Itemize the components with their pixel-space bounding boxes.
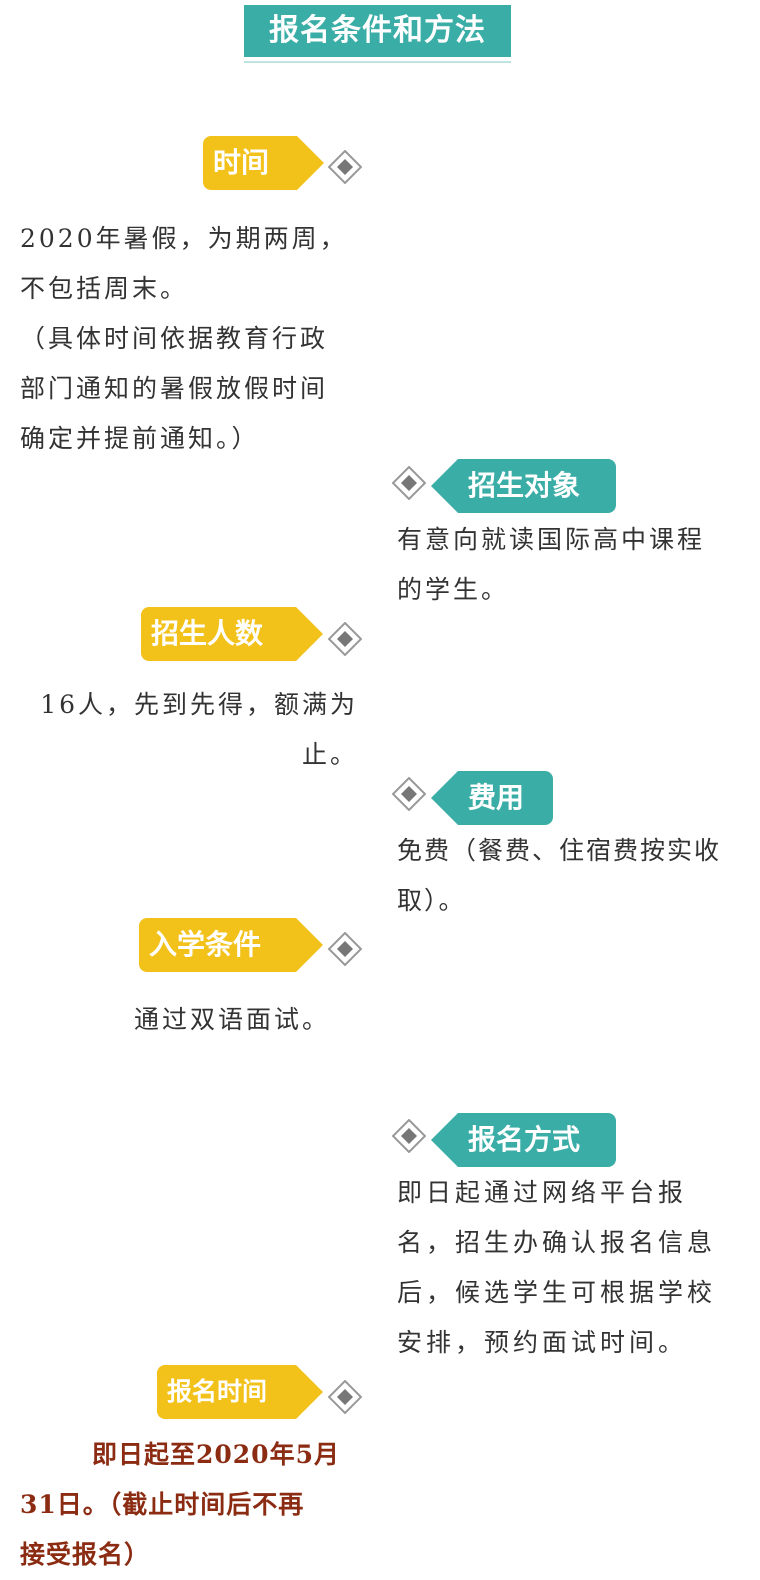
tag-requirement-label: 入学条件 xyxy=(149,928,262,961)
tag-method-label: 报名方式 xyxy=(468,1123,581,1156)
fee-line-2: 取）。 xyxy=(397,886,466,915)
diamond-icon xyxy=(392,1119,426,1153)
method-line-3: 后，候选学生可根据学校 xyxy=(397,1278,717,1307)
deadline-line-2: 31日。（截止时间后不再 xyxy=(20,1490,305,1519)
method-line-1: 即日起通过网络平台报 xyxy=(397,1178,688,1207)
title-underline xyxy=(244,61,511,63)
time-text: 2020年暑假，为期两周， 不包括周末。 （具体时间依据教育行政 部门通知的暑假… xyxy=(20,214,370,464)
fee-line-1: 免费（餐费、住宿费按实收 xyxy=(397,836,722,865)
page-title: 报名条件和方法 xyxy=(244,5,511,57)
time-line-3: （具体时间依据教育行政 xyxy=(20,324,329,353)
diamond-icon xyxy=(328,1380,362,1414)
requirement-line-1: 通过双语面试。 xyxy=(133,1005,330,1034)
diamond-icon xyxy=(328,932,362,966)
tag-time: 时间 xyxy=(203,136,324,190)
diamond-icon xyxy=(328,622,362,656)
target-line-1: 有意向就读国际高中课程 xyxy=(397,525,706,554)
tag-method: 报名方式 xyxy=(431,1113,616,1167)
requirement-text: 通过双语面试。 xyxy=(20,995,330,1045)
tag-fee-label: 费用 xyxy=(468,781,525,814)
tag-target: 招生对象 xyxy=(431,459,616,513)
diamond-icon xyxy=(328,150,362,184)
count-text: 16人，先到先得，额满为 止。 xyxy=(20,680,358,780)
method-text: 即日起通过网络平台报 名，招生办确认报名信息 后，候选学生可根据学校 安排，预约… xyxy=(397,1168,742,1368)
deadline-line-3: 接受报名） xyxy=(20,1540,151,1569)
deadline-text: 即日起至2020年5月 31日。（截止时间后不再 接受报名） xyxy=(20,1430,360,1580)
time-line-4: 部门通知的暑假放假时间 xyxy=(20,374,329,403)
tag-time-label: 时间 xyxy=(213,146,270,179)
tag-count-label: 招生人数 xyxy=(151,617,264,650)
time-line-1: 2020年暑假，为期两周， xyxy=(20,224,348,253)
method-line-2: 名，招生办确认报名信息 xyxy=(397,1228,717,1257)
time-line-2: 不包括周末。 xyxy=(20,274,189,303)
deadline-line-1: 即日起至2020年5月 xyxy=(92,1440,340,1469)
target-text: 有意向就读国际高中课程 的学生。 xyxy=(397,515,747,615)
count-line-1: 16人，先到先得，额满为 xyxy=(40,690,358,719)
tag-deadline: 报名时间 xyxy=(157,1365,323,1419)
fee-text: 免费（餐费、住宿费按实收 取）。 xyxy=(397,826,757,926)
tag-fee: 费用 xyxy=(431,771,553,825)
time-line-5: 确定并提前通知。） xyxy=(20,424,260,453)
count-line-2: 止。 xyxy=(301,740,358,769)
method-line-4: 安排，预约面试时间。 xyxy=(397,1328,688,1357)
tag-requirement: 入学条件 xyxy=(139,918,323,972)
tag-target-label: 招生对象 xyxy=(468,469,581,502)
diamond-icon xyxy=(392,466,426,500)
target-line-2: 的学生。 xyxy=(397,575,510,604)
tag-count: 招生人数 xyxy=(141,607,323,661)
diamond-icon xyxy=(392,777,426,811)
tag-deadline-label: 报名时间 xyxy=(167,1377,268,1406)
